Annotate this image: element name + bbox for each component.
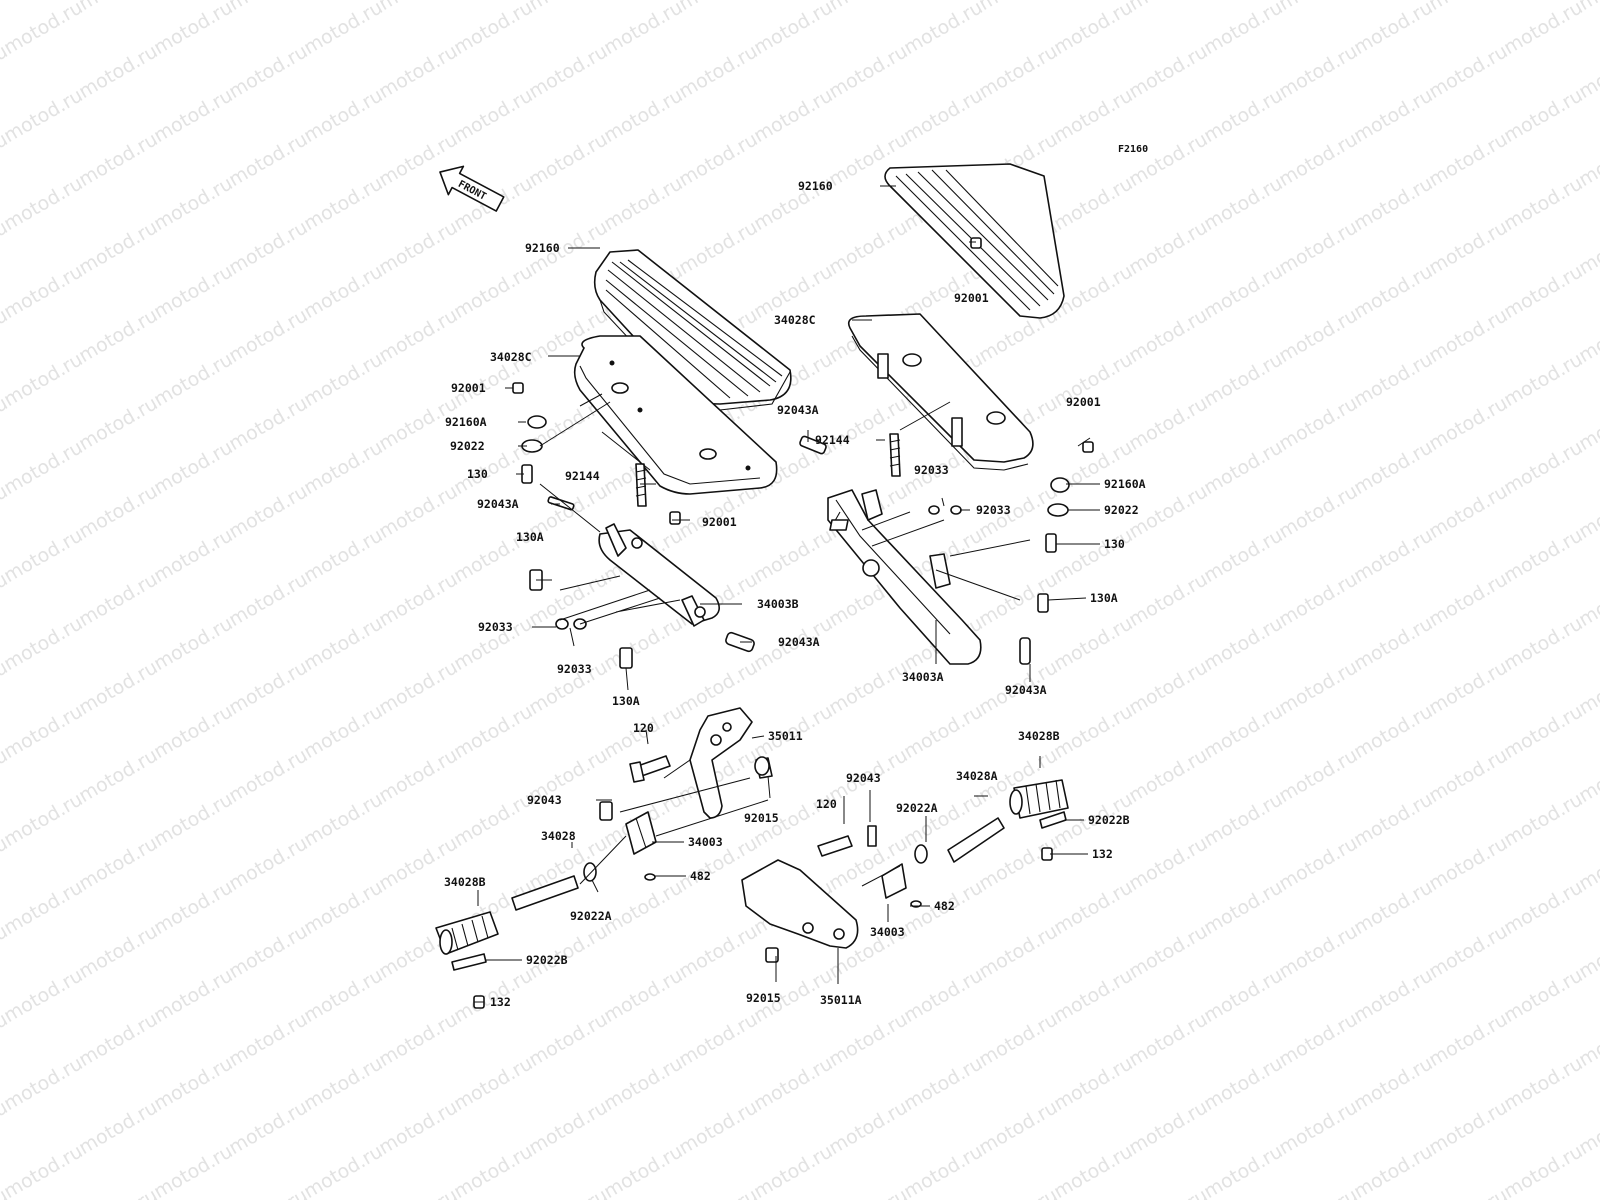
part-label: 92022 [450, 439, 485, 453]
part-label: 130 [467, 467, 488, 481]
leader-lines [474, 185, 1100, 1003]
part-label: 34028C [774, 313, 816, 327]
part-label: 92015 [744, 811, 779, 825]
left-floorboard-base [573, 335, 778, 495]
part-label: 92043A [477, 497, 519, 511]
front-arrow-icon: FRONT [439, 165, 505, 212]
part-label: 92160 [525, 241, 560, 255]
part-label: 92043 [527, 793, 562, 807]
part-label: 92022B [526, 953, 568, 967]
part-label: 92043A [777, 403, 819, 417]
part-label: 34028B [1018, 729, 1060, 743]
part-label: 92022B [1088, 813, 1130, 827]
part-label: 92043A [778, 635, 820, 649]
part-label: 92001 [954, 291, 989, 305]
part-label: 120 [633, 721, 654, 735]
part-label: 92043A [1005, 683, 1047, 697]
part-label: 92033 [976, 503, 1011, 517]
part-label: 92160 [798, 179, 833, 193]
part-label: 92160A [445, 415, 487, 429]
part-label: 92022A [896, 801, 938, 815]
part-label: 92001 [702, 515, 737, 529]
part-label: 130A [1090, 591, 1118, 605]
part-labels: 92160 34028C 92001 92160A 92022 130 9204… [444, 179, 1146, 1009]
part-label: 92033 [478, 620, 513, 634]
part-label: 92022 [1104, 503, 1139, 517]
part-label: 92033 [557, 662, 592, 676]
part-label: 120 [816, 797, 837, 811]
part-label: 34003A [902, 670, 944, 684]
part-label: 92001 [1066, 395, 1101, 409]
part-label: 130A [612, 694, 640, 708]
part-label: 92022A [570, 909, 612, 923]
part-label: 132 [490, 995, 511, 1009]
part-label: 35011 [768, 729, 803, 743]
part-label: 92015 [746, 991, 781, 1005]
part-label: 34028A [956, 769, 998, 783]
part-label: 482 [934, 899, 955, 913]
figure-code: F2160 [1118, 144, 1148, 155]
right-peg-bracket [741, 779, 1069, 963]
part-label: 34028B [444, 875, 486, 889]
left-peg-bracket [435, 707, 773, 1009]
part-label: 92144 [565, 469, 600, 483]
part-label: 92001 [451, 381, 486, 395]
left-floorboard-bracket [598, 523, 720, 627]
part-label: 34003B [757, 597, 799, 611]
part-label: 132 [1092, 847, 1113, 861]
part-label: 34003 [870, 925, 905, 939]
part-label: 34028 [541, 829, 576, 843]
part-label: 92144 [815, 433, 850, 447]
part-label: 34003 [688, 835, 723, 849]
part-label: 92043 [846, 771, 881, 785]
part-label: 130 [1104, 537, 1125, 551]
right-floorboard-base [847, 313, 1034, 471]
part-label: 35011A [820, 993, 862, 1007]
part-label: 482 [690, 869, 711, 883]
part-label: 34028C [490, 350, 532, 364]
right-small-parts [799, 237, 1094, 665]
right-floorboard-bracket [827, 489, 982, 665]
part-label: 92160A [1104, 477, 1146, 491]
part-label: 130A [516, 530, 544, 544]
part-label: 92033 [914, 463, 949, 477]
